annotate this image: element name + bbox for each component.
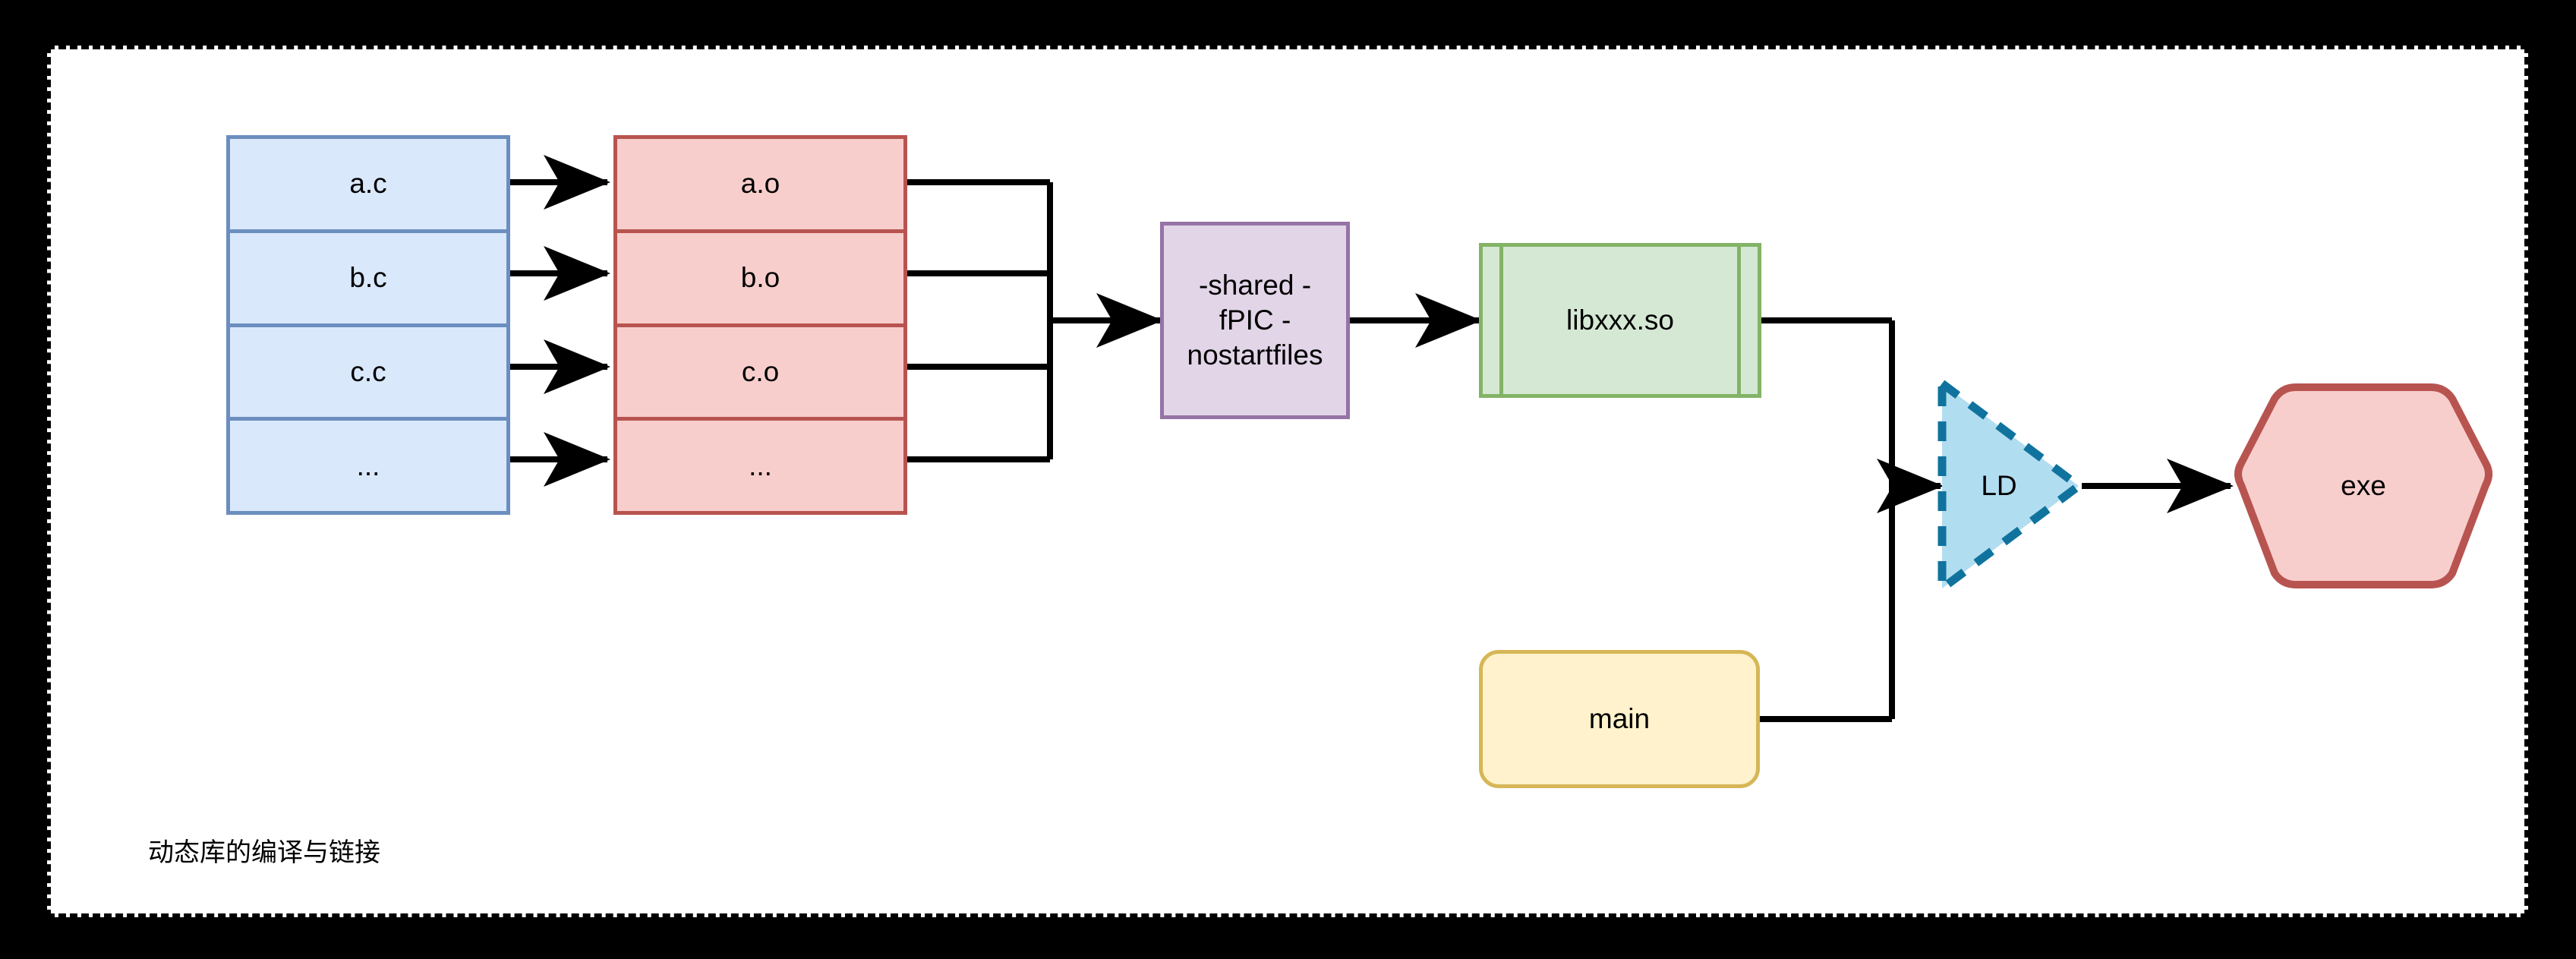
object-file-cell[interactable]: a.o — [740, 168, 780, 200]
source-files-stack: a.c b.c c.c ... — [226, 135, 510, 515]
package-bar-right-icon — [1737, 247, 1741, 394]
object-file-cell[interactable]: ... — [617, 417, 903, 511]
source-file-cell[interactable]: ... — [230, 417, 506, 511]
shared-library-node[interactable]: libxxx.so — [1479, 243, 1761, 398]
package-bar-left-icon — [1499, 247, 1503, 394]
executable-node[interactable]: exe — [2231, 381, 2496, 591]
object-file-cell[interactable]: c.o — [617, 323, 903, 418]
source-file-cell[interactable]: a.c — [349, 168, 387, 200]
executable-hexagon-icon — [2234, 383, 2492, 588]
compile-flags-node[interactable]: -shared -fPIC -nostartfiles — [1160, 222, 1350, 419]
object-file-cell[interactable]: b.o — [617, 229, 903, 323]
main-node[interactable]: main — [1479, 650, 1760, 788]
object-files-stack: a.o b.o c.o ... — [613, 135, 907, 515]
executable-label: exe — [2341, 469, 2386, 501]
source-file-cell[interactable]: b.c — [230, 229, 506, 323]
linker-node[interactable]: LD — [1933, 376, 2085, 596]
linker-label: LD — [1981, 469, 2017, 501]
linker-triangle-icon — [1938, 376, 2085, 596]
source-file-cell[interactable]: c.c — [230, 323, 506, 418]
diagram-caption: 动态库的编译与链接 — [148, 838, 380, 867]
shared-library-label: libxxx.so — [1566, 304, 1674, 336]
